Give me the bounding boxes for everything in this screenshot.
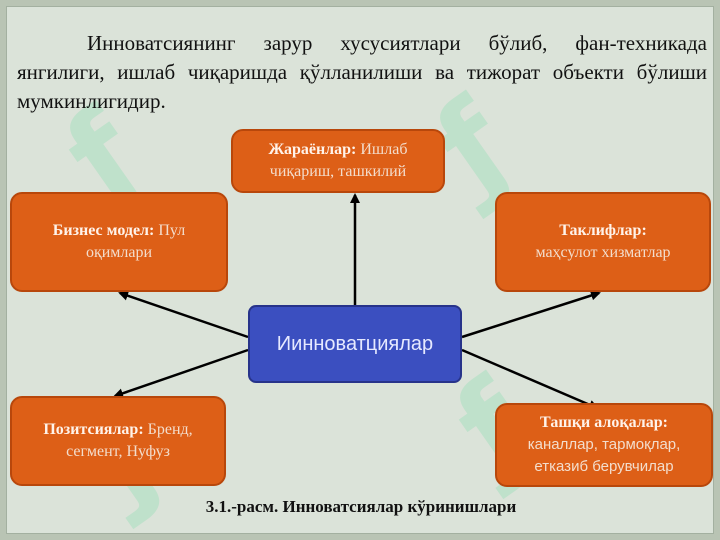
- node-text: Пул оқимлари: [85, 222, 186, 261]
- node-business-model: Бизнес модел: Пул оқимлари: [10, 192, 228, 292]
- node-external-relations: Ташқи алоқалар: каналлар, тармоқлар, етка…: [495, 403, 713, 487]
- node-processes: Жараёнлар: Ишлаб чиқариш, ташкилий: [231, 129, 445, 193]
- intro-paragraph: Инноватсиянинг зарур хусусиятлари бўлиб,…: [17, 31, 707, 113]
- node-text: Ишлаб чиқариш, ташкилий: [269, 141, 408, 180]
- arrow-to-right-bottom: [461, 348, 599, 410]
- node-positions: Позитсиялар: Бренд, сегмент, Нуфуз: [10, 396, 226, 486]
- node-offers: Таклифлар: маҳсулот хизматлар: [495, 192, 711, 292]
- arrow-to-left-bottom: [113, 348, 249, 399]
- node-title: Таклифлар:: [559, 222, 647, 239]
- node-title: Позитсиялар:: [43, 421, 144, 438]
- node-title: Жараёнлар:: [268, 141, 357, 158]
- node-text: Бренд, сегмент, Нуфуз: [66, 421, 193, 460]
- node-text: маҳсулот хизматлар: [535, 244, 671, 261]
- connector-arrows: [113, 193, 601, 410]
- center-node-innovations: Иинноватциялар: [248, 305, 462, 383]
- arrow-to-left-top: [118, 290, 249, 339]
- node-text: каналлар, тармоқлар, етказиб берувчилар: [527, 436, 681, 475]
- slide: ƒ ƒ ƒ ƒ Инноватсиянинг зарур хусусиятлар…: [6, 6, 714, 534]
- node-title: Бизнес модел:: [52, 222, 155, 239]
- arrow-to-right-top: [461, 290, 601, 339]
- node-title: Ташқи алоқалар:: [540, 414, 668, 431]
- figure-caption: 3.1.-расм. Инноватсиялар кўринишлари: [205, 497, 517, 516]
